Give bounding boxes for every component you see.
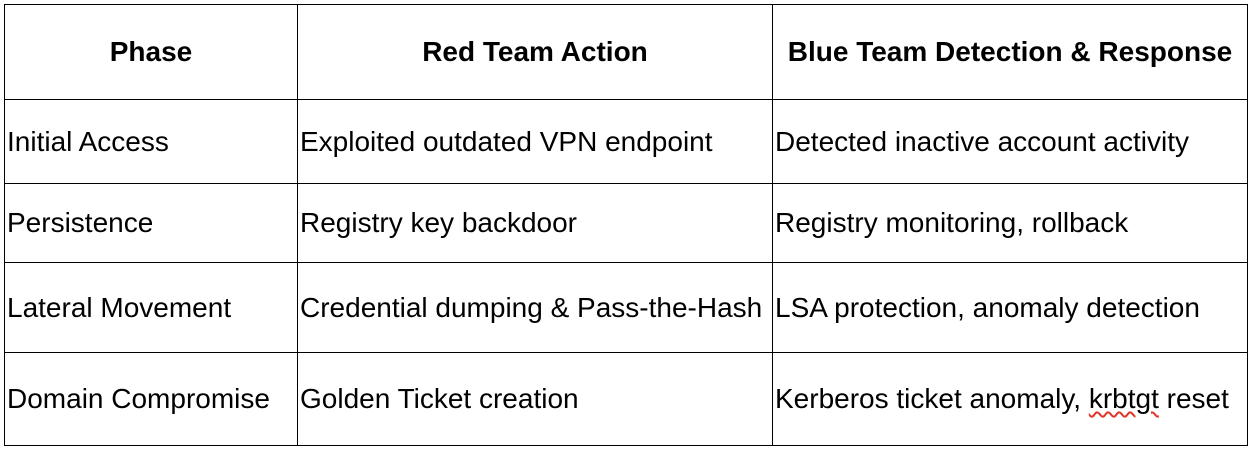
- cell-blue-response[interactable]: Detected inactive account activity: [772, 99, 1248, 184]
- cell-red-action[interactable]: Exploited outdated VPN endpoint: [297, 99, 773, 184]
- table-row: Persistence Registry key backdoor Regist…: [4, 183, 1248, 263]
- cell-phase[interactable]: Initial Access: [4, 99, 298, 184]
- cell-phase[interactable]: Lateral Movement: [4, 262, 298, 353]
- cell-red-action[interactable]: Golden Ticket creation: [297, 352, 773, 446]
- cell-blue-response[interactable]: LSA protection, anomaly detection: [772, 262, 1248, 353]
- cell-text-pre: Kerberos ticket anomaly,: [775, 383, 1089, 414]
- table-row: Initial Access Exploited outdated VPN en…: [4, 99, 1248, 184]
- spellcheck-flagged-word[interactable]: krbtgt: [1088, 383, 1159, 414]
- cell-phase[interactable]: Domain Compromise: [4, 352, 298, 446]
- cell-blue-response[interactable]: Kerberos ticket anomaly, krbtgt reset: [772, 352, 1248, 446]
- header-phase[interactable]: Phase: [4, 4, 298, 100]
- cell-red-action[interactable]: Credential dumping & Pass-the-Hash: [297, 262, 773, 353]
- cell-blue-response[interactable]: Registry monitoring, rollback: [772, 183, 1248, 263]
- header-blue-team-detection[interactable]: Blue Team Detection & Response: [772, 4, 1248, 100]
- table-row: Lateral Movement Credential dumping & Pa…: [4, 262, 1248, 353]
- cell-phase[interactable]: Persistence: [4, 183, 298, 263]
- phase-table: Phase Red Team Action Blue Team Detectio…: [4, 4, 1248, 446]
- header-red-team-action[interactable]: Red Team Action: [297, 4, 773, 100]
- table-header-row: Phase Red Team Action Blue Team Detectio…: [4, 4, 1248, 100]
- cell-red-action[interactable]: Registry key backdoor: [297, 183, 773, 263]
- cell-text-post: reset: [1158, 383, 1229, 414]
- table-row: Domain Compromise Golden Ticket creation…: [4, 352, 1248, 446]
